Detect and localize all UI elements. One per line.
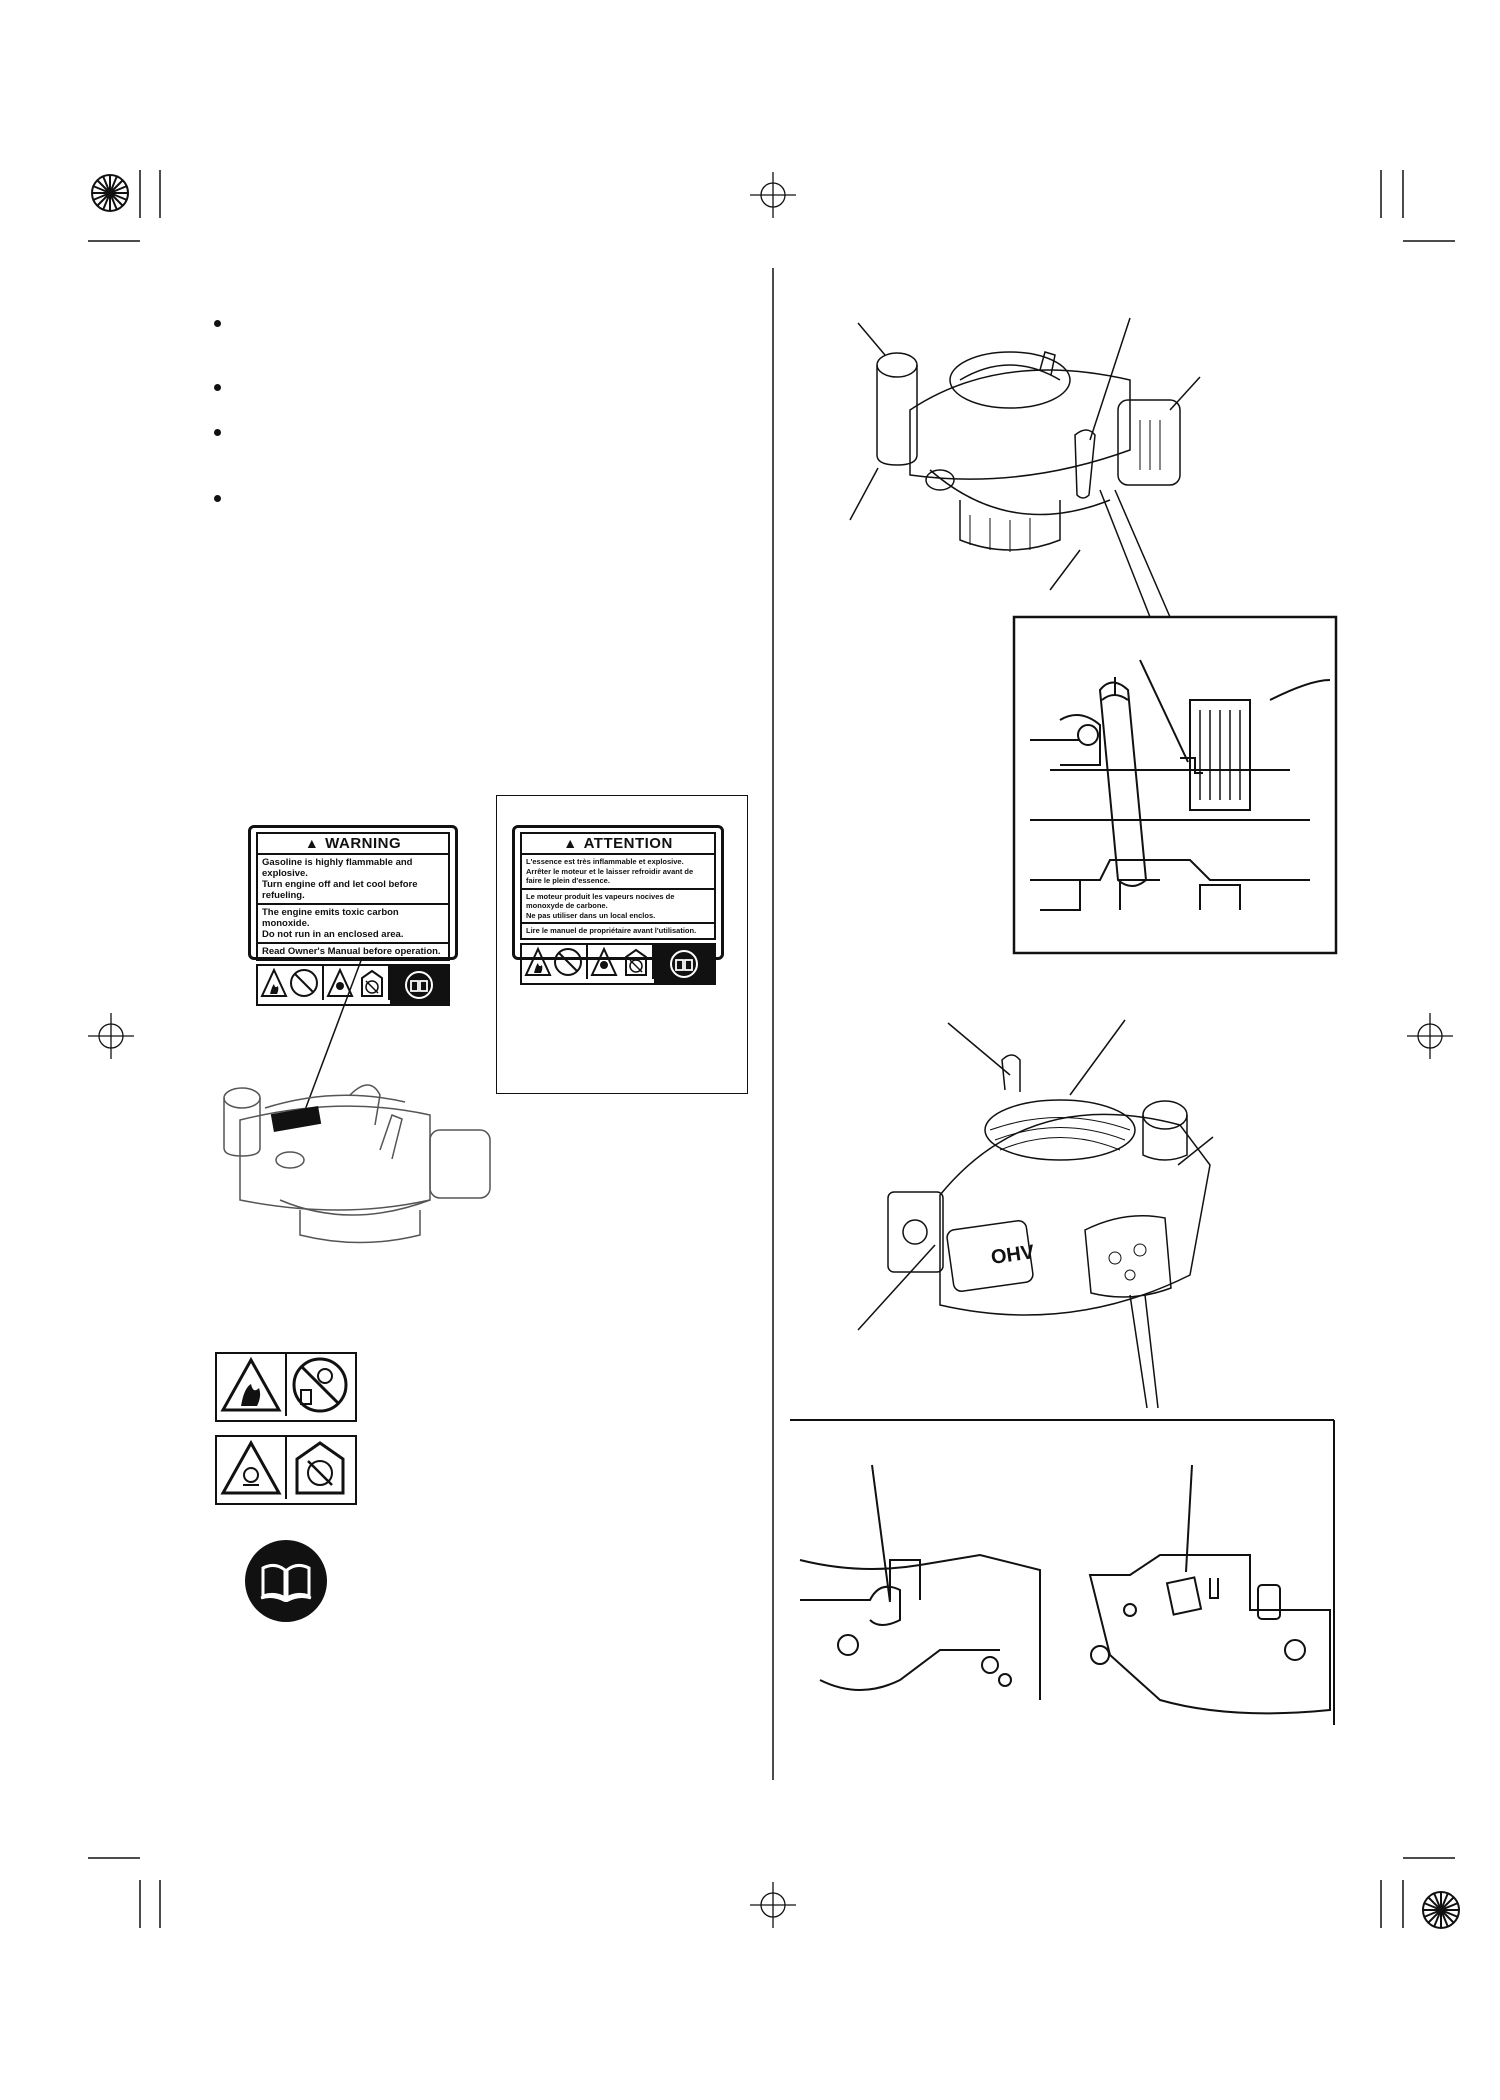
fire-hazard-icon bbox=[524, 944, 588, 979]
attention-label: ▲ATTENTION L'essence est très inflammabl… bbox=[512, 825, 724, 985]
open-book-icon bbox=[260, 1563, 312, 1602]
warning-line-2: Turn engine off and let cool before refu… bbox=[262, 879, 418, 901]
crosshair-marks bbox=[88, 172, 1453, 1928]
bullet-1 bbox=[214, 320, 221, 327]
refuel-when-cool-icon bbox=[292, 1357, 348, 1413]
bullet-4 bbox=[214, 495, 221, 502]
warning-line-4: Do not run in an enclosed area. bbox=[262, 929, 404, 940]
warning-line-1: Gasoline is highly flammable and explosi… bbox=[262, 857, 413, 879]
warning-label-text: Gasoline is highly flammable and explosi… bbox=[256, 855, 450, 961]
no-enclosed-area-icon bbox=[295, 1441, 345, 1495]
read-manual-icon bbox=[390, 966, 448, 1004]
attention-line-1: L'essence est très inflammable et explos… bbox=[526, 857, 684, 866]
attention-label-frame bbox=[496, 795, 748, 1094]
attention-label-icons bbox=[520, 942, 716, 985]
registration-sunburst-top-left bbox=[91, 174, 129, 212]
bullet-2 bbox=[214, 384, 221, 391]
warning-line-5: Read Owner's Manual before operation. bbox=[262, 946, 441, 957]
attention-label-text: L'essence est très inflammable et explos… bbox=[520, 855, 716, 940]
toxic-gas-icon bbox=[326, 966, 390, 1000]
toxic-gas-icon bbox=[220, 1437, 287, 1499]
warning-label-icons bbox=[256, 964, 450, 1006]
attention-line-5: Lire le manuel de propriétaire avant l'u… bbox=[526, 926, 697, 935]
warning-line-3: The engine emits toxic carbon monoxide. bbox=[262, 907, 399, 929]
toxic-gas-icon bbox=[590, 944, 654, 979]
read-manual-icon bbox=[654, 944, 714, 983]
registration-sunburst-bottom-right bbox=[1422, 1891, 1460, 1929]
attention-label-heading: ▲ATTENTION bbox=[520, 832, 716, 855]
crop-marks bbox=[88, 170, 1455, 1928]
symbol-row-fire bbox=[215, 1352, 357, 1422]
warning-label: ▲WARNING Gasoline is highly flammable an… bbox=[248, 825, 458, 1006]
attention-line-2: Arrêter le moteur et le laisser refroidi… bbox=[526, 866, 694, 886]
read-manual-icon bbox=[245, 1540, 327, 1622]
warning-label-heading: ▲WARNING bbox=[256, 832, 450, 855]
attention-line-3: Le moteur produit les vapeurs nocives de… bbox=[526, 891, 675, 911]
fire-hazard-icon bbox=[260, 966, 324, 1000]
bullet-3 bbox=[214, 429, 221, 436]
attention-line-4: Ne pas utiliser dans un local enclos. bbox=[526, 910, 656, 920]
fire-hazard-icon bbox=[220, 1354, 287, 1416]
symbol-row-toxic bbox=[215, 1435, 357, 1505]
